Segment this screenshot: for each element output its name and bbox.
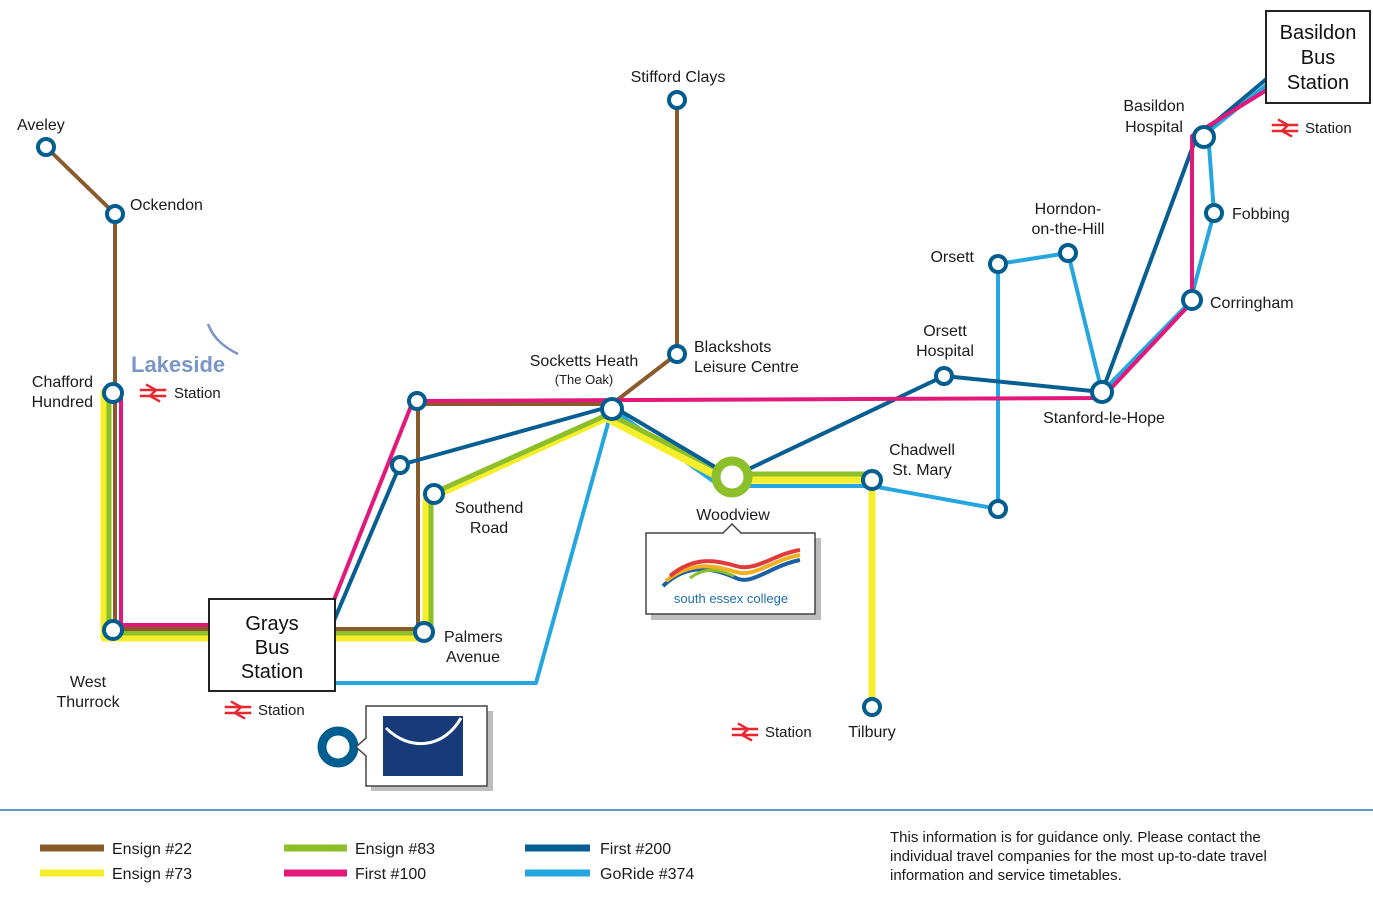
rail-station-lakeside: Station: [139, 383, 221, 403]
legend-label-goride-374: GoRide #374: [600, 866, 694, 883]
stop-blackshots[interactable]: [667, 344, 687, 364]
label-woodview: Woodview: [696, 507, 770, 524]
label-orsett: Orsett: [930, 249, 974, 266]
label-chafford-2: Hundred: [32, 394, 93, 411]
stop-orsett-hospital[interactable]: [934, 366, 954, 386]
station-label-basildon: Station: [1305, 120, 1352, 137]
label-stifford-clays: Stifford Clays: [631, 69, 726, 86]
label-palmers-1: Palmers: [444, 629, 503, 646]
label-basildon-hospital-2: Hospital: [1125, 119, 1183, 136]
basildon-bus-station-box[interactable]: Basildon Bus Station: [1265, 10, 1371, 104]
stop-junction-grays-north[interactable]: [390, 455, 410, 475]
legend-label-ensign-73: Ensign #73: [112, 866, 192, 883]
label-basildon-hospital-1: Basildon: [1123, 98, 1184, 115]
station-label-tilbury: Station: [765, 724, 812, 741]
grays-label-line3: Station: [241, 661, 303, 683]
label-socketts-sub: (The Oak): [555, 372, 614, 387]
legend: Ensign #22 Ensign #73 Ensign #83 First #…: [40, 841, 694, 883]
legend-label-ensign-22: Ensign #22: [112, 841, 192, 858]
rail-station-basildon: Station: [1271, 118, 1352, 138]
stop-stanford-le-hope[interactable]: [1090, 380, 1114, 404]
label-orsett-hospital-1: Orsett: [923, 323, 967, 340]
stop-socketts-heath[interactable]: [600, 397, 624, 421]
legend-label-ensign-83: Ensign #83: [355, 841, 435, 858]
rail-icon: [139, 383, 167, 403]
stop-basildon-hospital[interactable]: [1192, 125, 1216, 149]
label-fobbing: Fobbing: [1232, 206, 1290, 223]
basildon-label-line1: Basildon: [1280, 22, 1357, 44]
label-ockendon: Ockendon: [130, 197, 203, 214]
label-chafford-1: Chafford: [32, 374, 93, 391]
stop-orsett-south[interactable]: [988, 499, 1008, 519]
rail-icon: [1271, 118, 1299, 138]
label-southend-road-2: Road: [470, 520, 508, 537]
stop-woodview[interactable]: [711, 456, 753, 498]
station-label-lakeside: Station: [174, 385, 221, 402]
stop-chafford-hundred[interactable]: [102, 382, 124, 404]
grays-label-line1: Grays: [245, 613, 298, 635]
stop-junction-northwest[interactable]: [407, 391, 427, 411]
stops: [36, 90, 1224, 717]
stop-southend-road[interactable]: [423, 483, 445, 505]
college-logo-text: south essex college: [674, 591, 788, 606]
label-chadwell-1: Chadwell: [889, 442, 955, 459]
stop-palmers-avenue[interactable]: [413, 621, 435, 643]
rail-station-tilbury: Station: [731, 722, 812, 742]
disclaimer-line-1: This information is for guidance only. P…: [890, 829, 1261, 846]
stop-horndon-on-the-hill[interactable]: [1058, 243, 1078, 263]
station-label-grays: Station: [258, 702, 305, 719]
learning-campus-stop[interactable]: [317, 726, 359, 768]
stop-aveley[interactable]: [36, 137, 56, 157]
legend-label-first-200: First #200: [600, 841, 671, 858]
label-tilbury: Tilbury: [848, 724, 895, 741]
disclaimer-line-3: information and service timetables.: [890, 867, 1122, 884]
stop-labels: Aveley Ockendon Chafford Hundred West Th…: [17, 69, 1294, 741]
label-horndon-1: Horndon-: [1035, 201, 1102, 218]
stop-stifford-clays[interactable]: [667, 90, 687, 110]
label-blackshots-1: Blackshots: [694, 339, 771, 356]
label-west-thurrock-1: West: [70, 674, 107, 691]
label-blackshots-2: Leisure Centre: [694, 359, 799, 376]
label-west-thurrock-2: Thurrock: [56, 694, 120, 711]
basildon-label-line3: Station: [1287, 72, 1349, 94]
south-essex-college-callout: south essex college: [645, 522, 821, 620]
label-southend-road-1: Southend: [455, 500, 524, 517]
legend-label-first-100: First #100: [355, 866, 426, 883]
label-stanford: Stanford-le-Hope: [1043, 410, 1165, 427]
label-corringham: Corringham: [1210, 295, 1294, 312]
college-logo-swoosh: [661, 548, 801, 588]
grays-label-line2: Bus: [255, 637, 289, 659]
disclaimer-line-2: individual travel companies for the most…: [890, 848, 1267, 865]
stop-chadwell-st-mary[interactable]: [861, 469, 883, 491]
thurrock-learning-campus-callout: [317, 705, 493, 791]
label-horndon-2: on-the-Hill: [1032, 221, 1105, 238]
label-orsett-hospital-2: Hospital: [916, 343, 974, 360]
stop-fobbing[interactable]: [1204, 203, 1224, 223]
rail-station-grays: Station: [224, 700, 305, 720]
label-socketts: Socketts Heath: [530, 353, 639, 370]
label-aveley: Aveley: [17, 117, 65, 134]
basildon-label-line2: Bus: [1301, 47, 1335, 69]
stop-tilbury[interactable]: [862, 697, 882, 717]
stop-corringham[interactable]: [1181, 289, 1203, 311]
lakeside-logo-text: Lakeside: [131, 352, 225, 377]
stop-west-thurrock[interactable]: [102, 619, 124, 641]
stop-orsett[interactable]: [988, 254, 1008, 274]
grays-bus-station-box[interactable]: Grays Bus Station: [208, 598, 336, 692]
rail-icon: [731, 722, 759, 742]
stop-ockendon[interactable]: [105, 204, 125, 224]
label-chadwell-2: St. Mary: [892, 462, 952, 479]
label-palmers-2: Avenue: [446, 649, 500, 666]
rail-icon: [224, 700, 252, 720]
disclaimer: This information is for guidance only. P…: [890, 829, 1267, 884]
lakeside-logo: Lakeside: [131, 323, 239, 377]
learning-campus-logo: [383, 716, 463, 776]
